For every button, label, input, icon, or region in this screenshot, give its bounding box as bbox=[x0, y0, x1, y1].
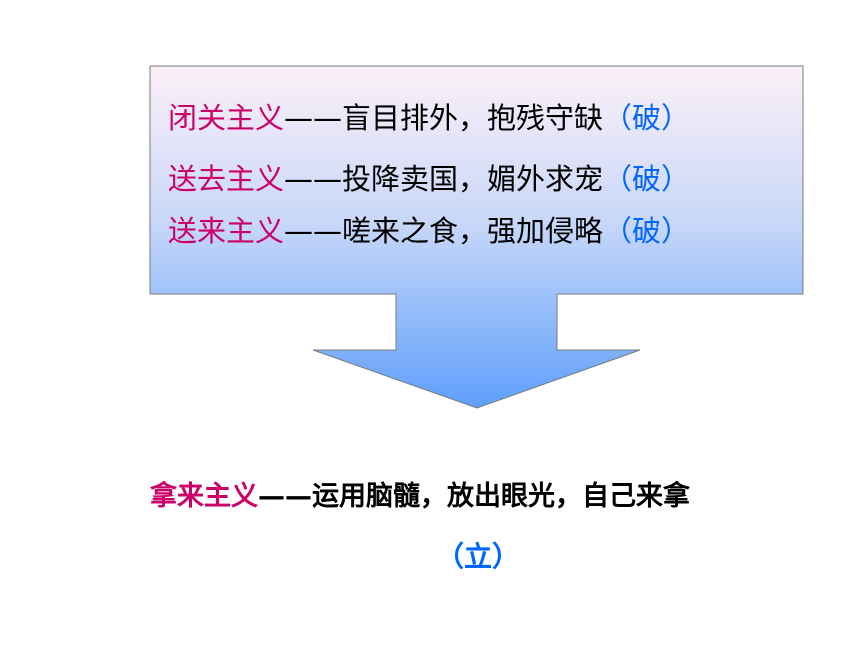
box-line-3: 送来主义——嗟来之食，强加侵略（破） bbox=[168, 213, 690, 249]
term-label: 闭关主义 bbox=[168, 101, 285, 135]
break-tag: （破） bbox=[603, 162, 691, 196]
arrow-callout-shape bbox=[149, 65, 804, 409]
description: 盲目排外，抱残守缺 bbox=[342, 101, 604, 135]
break-tag: （破） bbox=[603, 214, 691, 248]
term-label: 送来主义 bbox=[168, 214, 285, 248]
term-label: 送去主义 bbox=[168, 162, 285, 196]
conclusion-term: 拿来主义 bbox=[150, 481, 258, 512]
conclusion-line: 拿来主义——运用脑髓，放出眼光，自己来拿 bbox=[150, 480, 690, 514]
dash: —— bbox=[284, 101, 343, 135]
box-line-2: 送去主义——投降卖国，媚外求宠（破） bbox=[168, 161, 690, 197]
description: 投降卖国，媚外求宠 bbox=[342, 162, 604, 196]
box-line-1: 闭关主义——盲目排外，抱残守缺（破） bbox=[168, 100, 690, 136]
conclusion-description: 运用脑髓，放出眼光，自己来拿 bbox=[312, 481, 690, 512]
description: 嗟来之食，强加侵略 bbox=[342, 214, 604, 248]
dash: —— bbox=[284, 162, 343, 196]
break-tag: （破） bbox=[603, 101, 691, 135]
establish-tag: （立） bbox=[436, 540, 521, 573]
conclusion-dash: —— bbox=[258, 481, 312, 512]
dash: —— bbox=[284, 214, 343, 248]
